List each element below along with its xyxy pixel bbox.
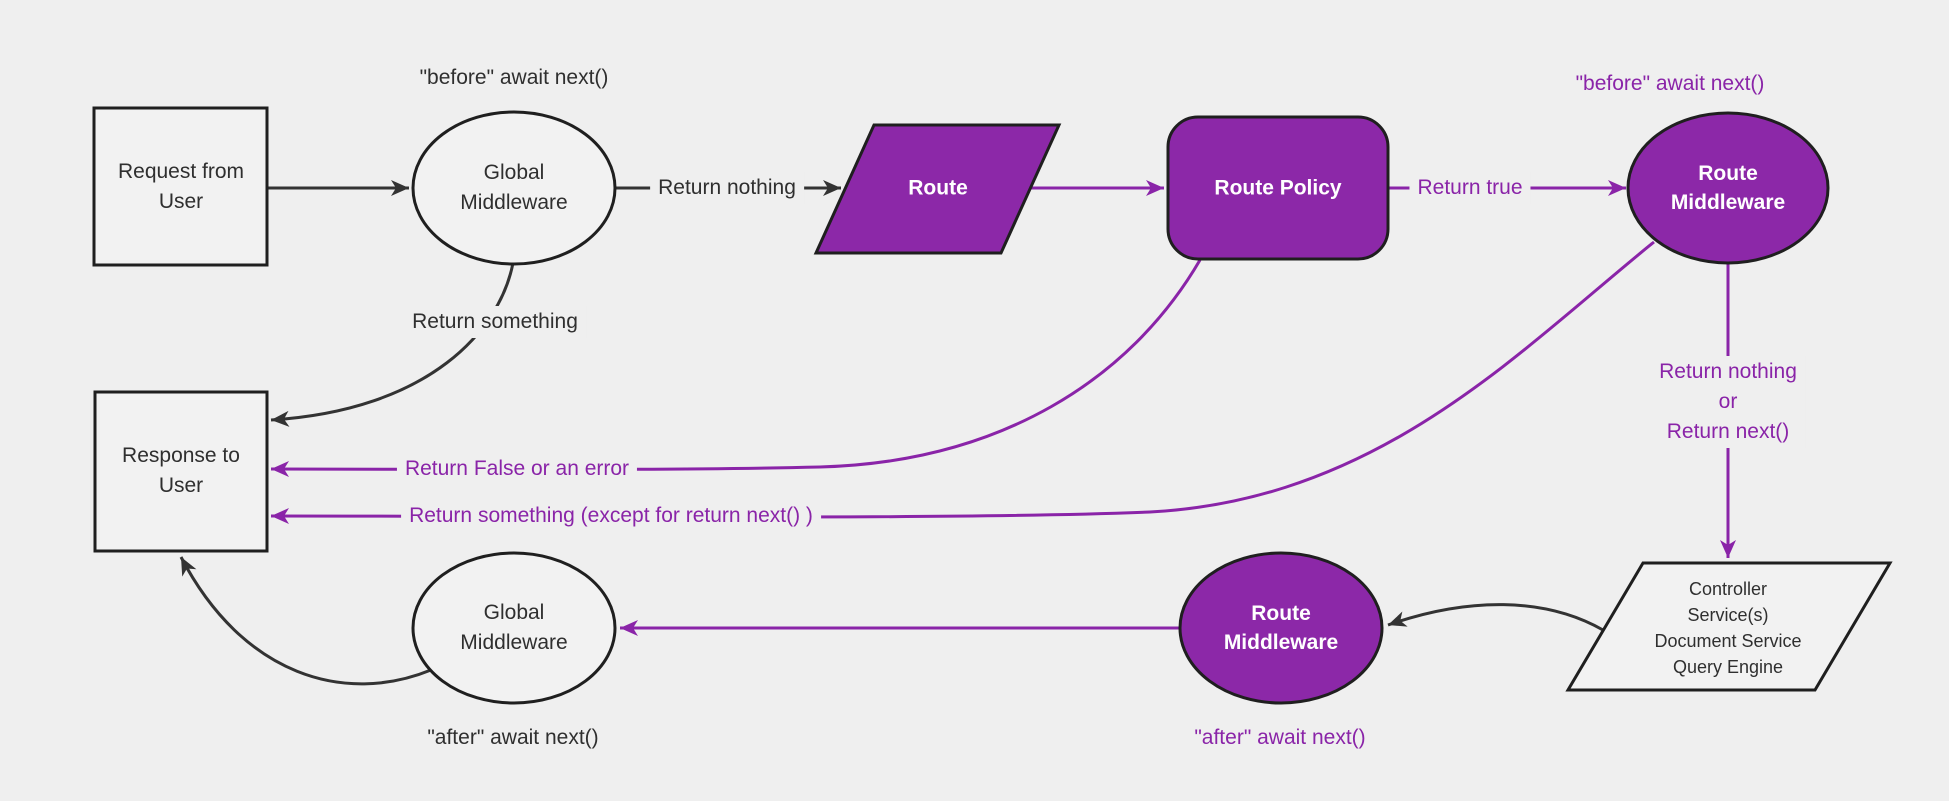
edge-label-before-await-purple: "before" await next() xyxy=(1575,72,1765,95)
edge-label-return-true: Return true xyxy=(1409,172,1531,204)
node-route-shape xyxy=(813,123,1062,255)
node-request-from-user-shape xyxy=(92,106,269,267)
edge-label-return-something-except: Return something (except for return next… xyxy=(401,500,821,532)
edge-label-after-await-black: "after" await next() xyxy=(427,726,599,749)
node-label-route: Route xyxy=(908,176,968,200)
edge-label-after-await-purple: "after" await next() xyxy=(1194,726,1366,749)
node-label-controller: Controller Service(s) Document Service Q… xyxy=(1654,579,1802,677)
node-label-route-policy: Route Policy xyxy=(1214,176,1342,200)
edge-label-return-nothing-or-next: Return nothing or Return next() xyxy=(1651,356,1805,448)
node-label-route-middleware-bottom: Route Middleware xyxy=(1223,602,1339,654)
node-label-global-middleware-bottom: Global Middleware xyxy=(460,601,568,654)
node-label-request: Request from User xyxy=(117,160,245,213)
edges xyxy=(179,180,1736,686)
node-label-response: Response to User xyxy=(122,444,240,497)
node-label-global-middleware-top: Global Middleware xyxy=(460,161,568,214)
edge-controller-to-route-middleware-after xyxy=(1387,603,1604,632)
edge-label-return-something: Return something xyxy=(404,306,586,338)
node-controller-shape xyxy=(1565,561,1893,692)
edge-label-return-false-or-error: Return False or an error xyxy=(396,453,638,485)
node-global-middleware-top-shape xyxy=(411,110,617,266)
edge-global-middleware-return-something-to-response xyxy=(270,262,515,427)
edge-route-policy-return-false-to-response xyxy=(270,259,1202,478)
node-global-middleware-bottom-shape xyxy=(411,551,617,705)
node-route-middleware-top-shape xyxy=(1626,111,1830,265)
edge-label-return-nothing: Return nothing xyxy=(650,172,804,204)
node-response-to-user-shape xyxy=(93,390,269,553)
nodes xyxy=(92,106,1893,705)
node-label-route-middleware-top: Route Middleware xyxy=(1670,162,1786,214)
edge-label-before-await-black: "before" await next() xyxy=(419,66,609,89)
node-route-policy-shape xyxy=(1166,115,1390,261)
node-route-middleware-bottom-shape xyxy=(1178,551,1384,705)
edge-global-middleware-after-to-response xyxy=(179,556,432,686)
